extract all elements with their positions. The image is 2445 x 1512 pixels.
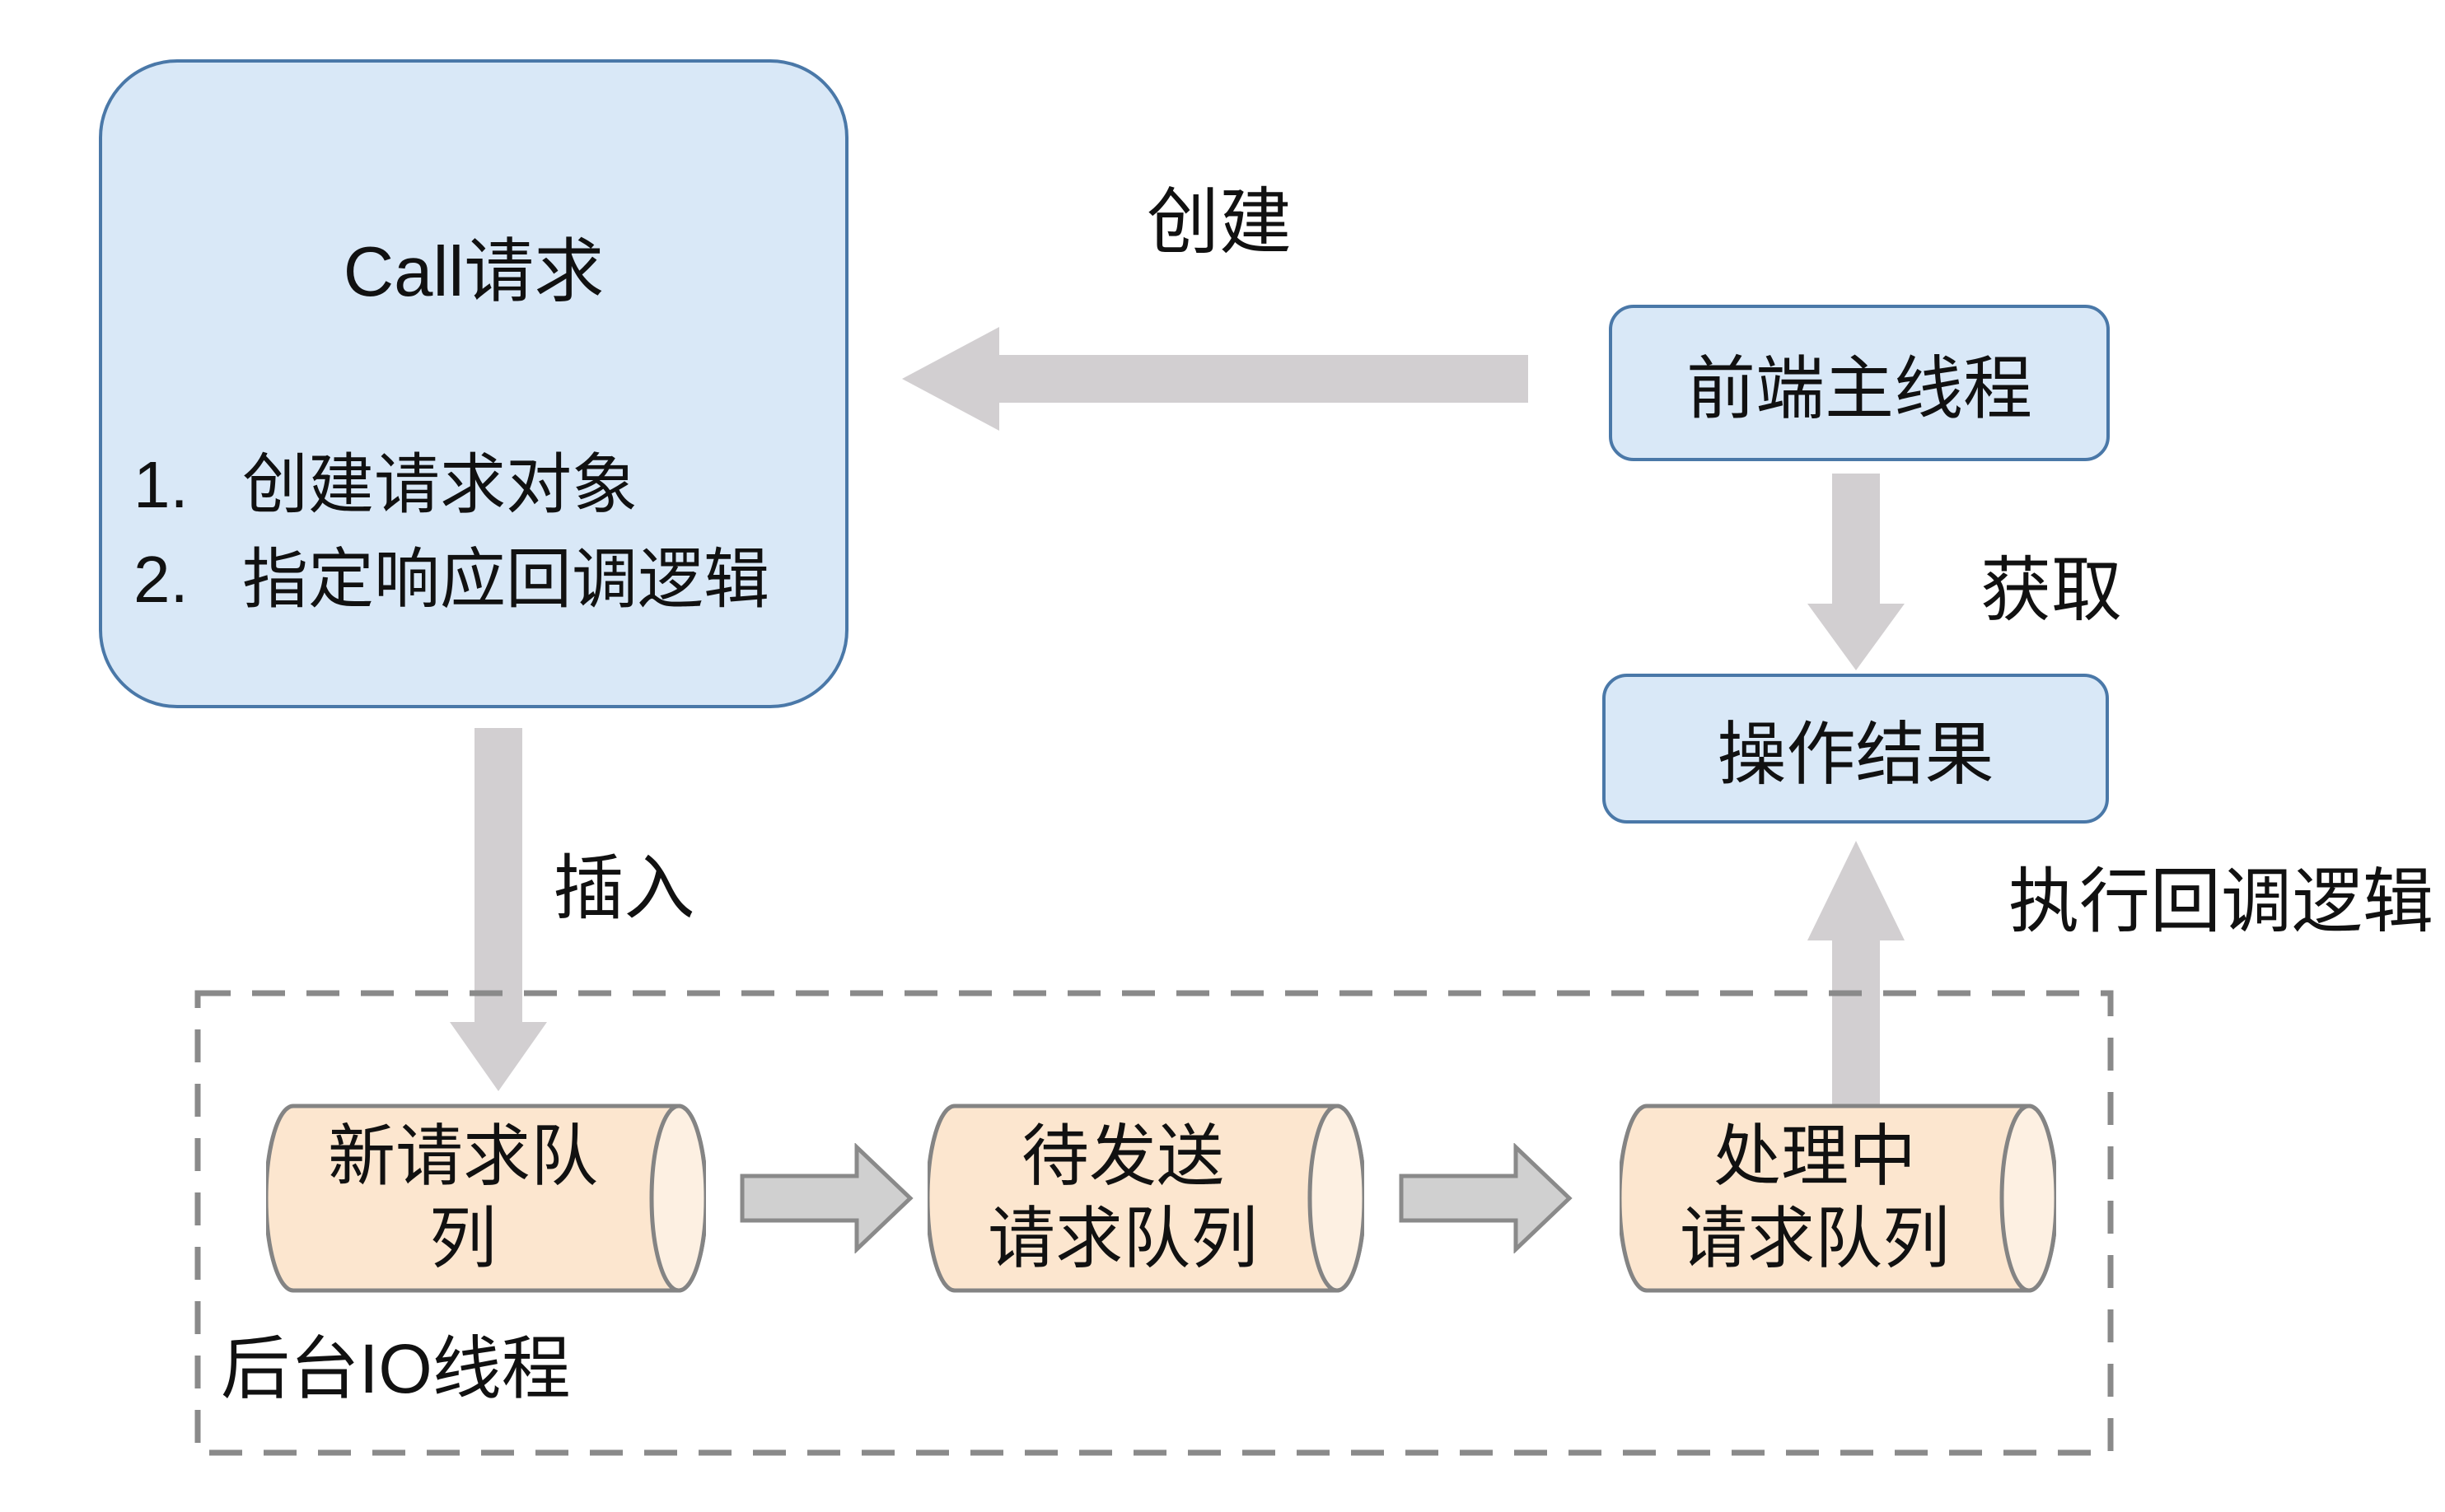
pending-send-queue-cylinder: 待发送 请求队列 <box>928 1104 1364 1293</box>
queue-arrow-right-icon <box>740 1143 914 1253</box>
frontend-main-thread-box: 前端主线程 <box>1609 305 2110 461</box>
call-box-item-2: 2. 指定响应回调逻辑 <box>133 532 829 627</box>
create-arrow-left-icon <box>902 327 1528 431</box>
list-text: 创建请求对象 <box>242 448 638 521</box>
operation-result-label: 操作结果 <box>1717 715 1994 793</box>
list-text: 指定响应回调逻辑 <box>242 543 769 616</box>
insert-arrow-label: 插入 <box>553 849 695 928</box>
processing-queue-label: 处理中 请求队列 <box>1679 1119 1950 1276</box>
new-request-queue-cylinder: 新请求队 列 <box>266 1104 706 1293</box>
get-arrow-label: 获取 <box>1980 551 2122 630</box>
operation-result-box: 操作结果 <box>1602 674 2109 824</box>
background-io-region-label: 后台IO线程 <box>221 1330 571 1407</box>
get-arrow-down-icon <box>1807 474 1905 670</box>
cylinder-icon <box>266 1104 706 1293</box>
pending-send-queue-label: 待发送 请求队列 <box>987 1119 1258 1276</box>
processing-queue-cylinder: 处理中 请求队列 <box>1620 1104 2056 1293</box>
queue-arrow-right-icon <box>1399 1143 1573 1253</box>
cylinder-icon <box>928 1104 1364 1293</box>
call-box-item-1: 1. 创建请求对象 <box>133 437 829 532</box>
call-request-box: Call请求 1. 创建请求对象 2. 指定响应回调逻辑 <box>99 59 849 708</box>
call-box-title: Call请求 <box>343 233 605 311</box>
list-number: 1. <box>133 448 189 521</box>
new-request-queue-label: 新请求队 列 <box>327 1119 598 1276</box>
callback-arrow-label: 执行回调逻辑 <box>2008 862 2433 941</box>
callback-arrow-up-icon <box>1807 841 1905 1105</box>
list-number: 2. <box>133 543 189 616</box>
background-io-region <box>194 990 2114 1456</box>
call-box-list: 1. 创建请求对象 2. 指定响应回调逻辑 <box>133 437 829 627</box>
create-arrow-label: 创建 <box>1146 181 1292 263</box>
frontend-main-thread-label: 前端主线程 <box>1685 349 2032 427</box>
cylinder-icon <box>1620 1104 2056 1293</box>
insert-arrow-down-icon <box>450 728 547 1091</box>
